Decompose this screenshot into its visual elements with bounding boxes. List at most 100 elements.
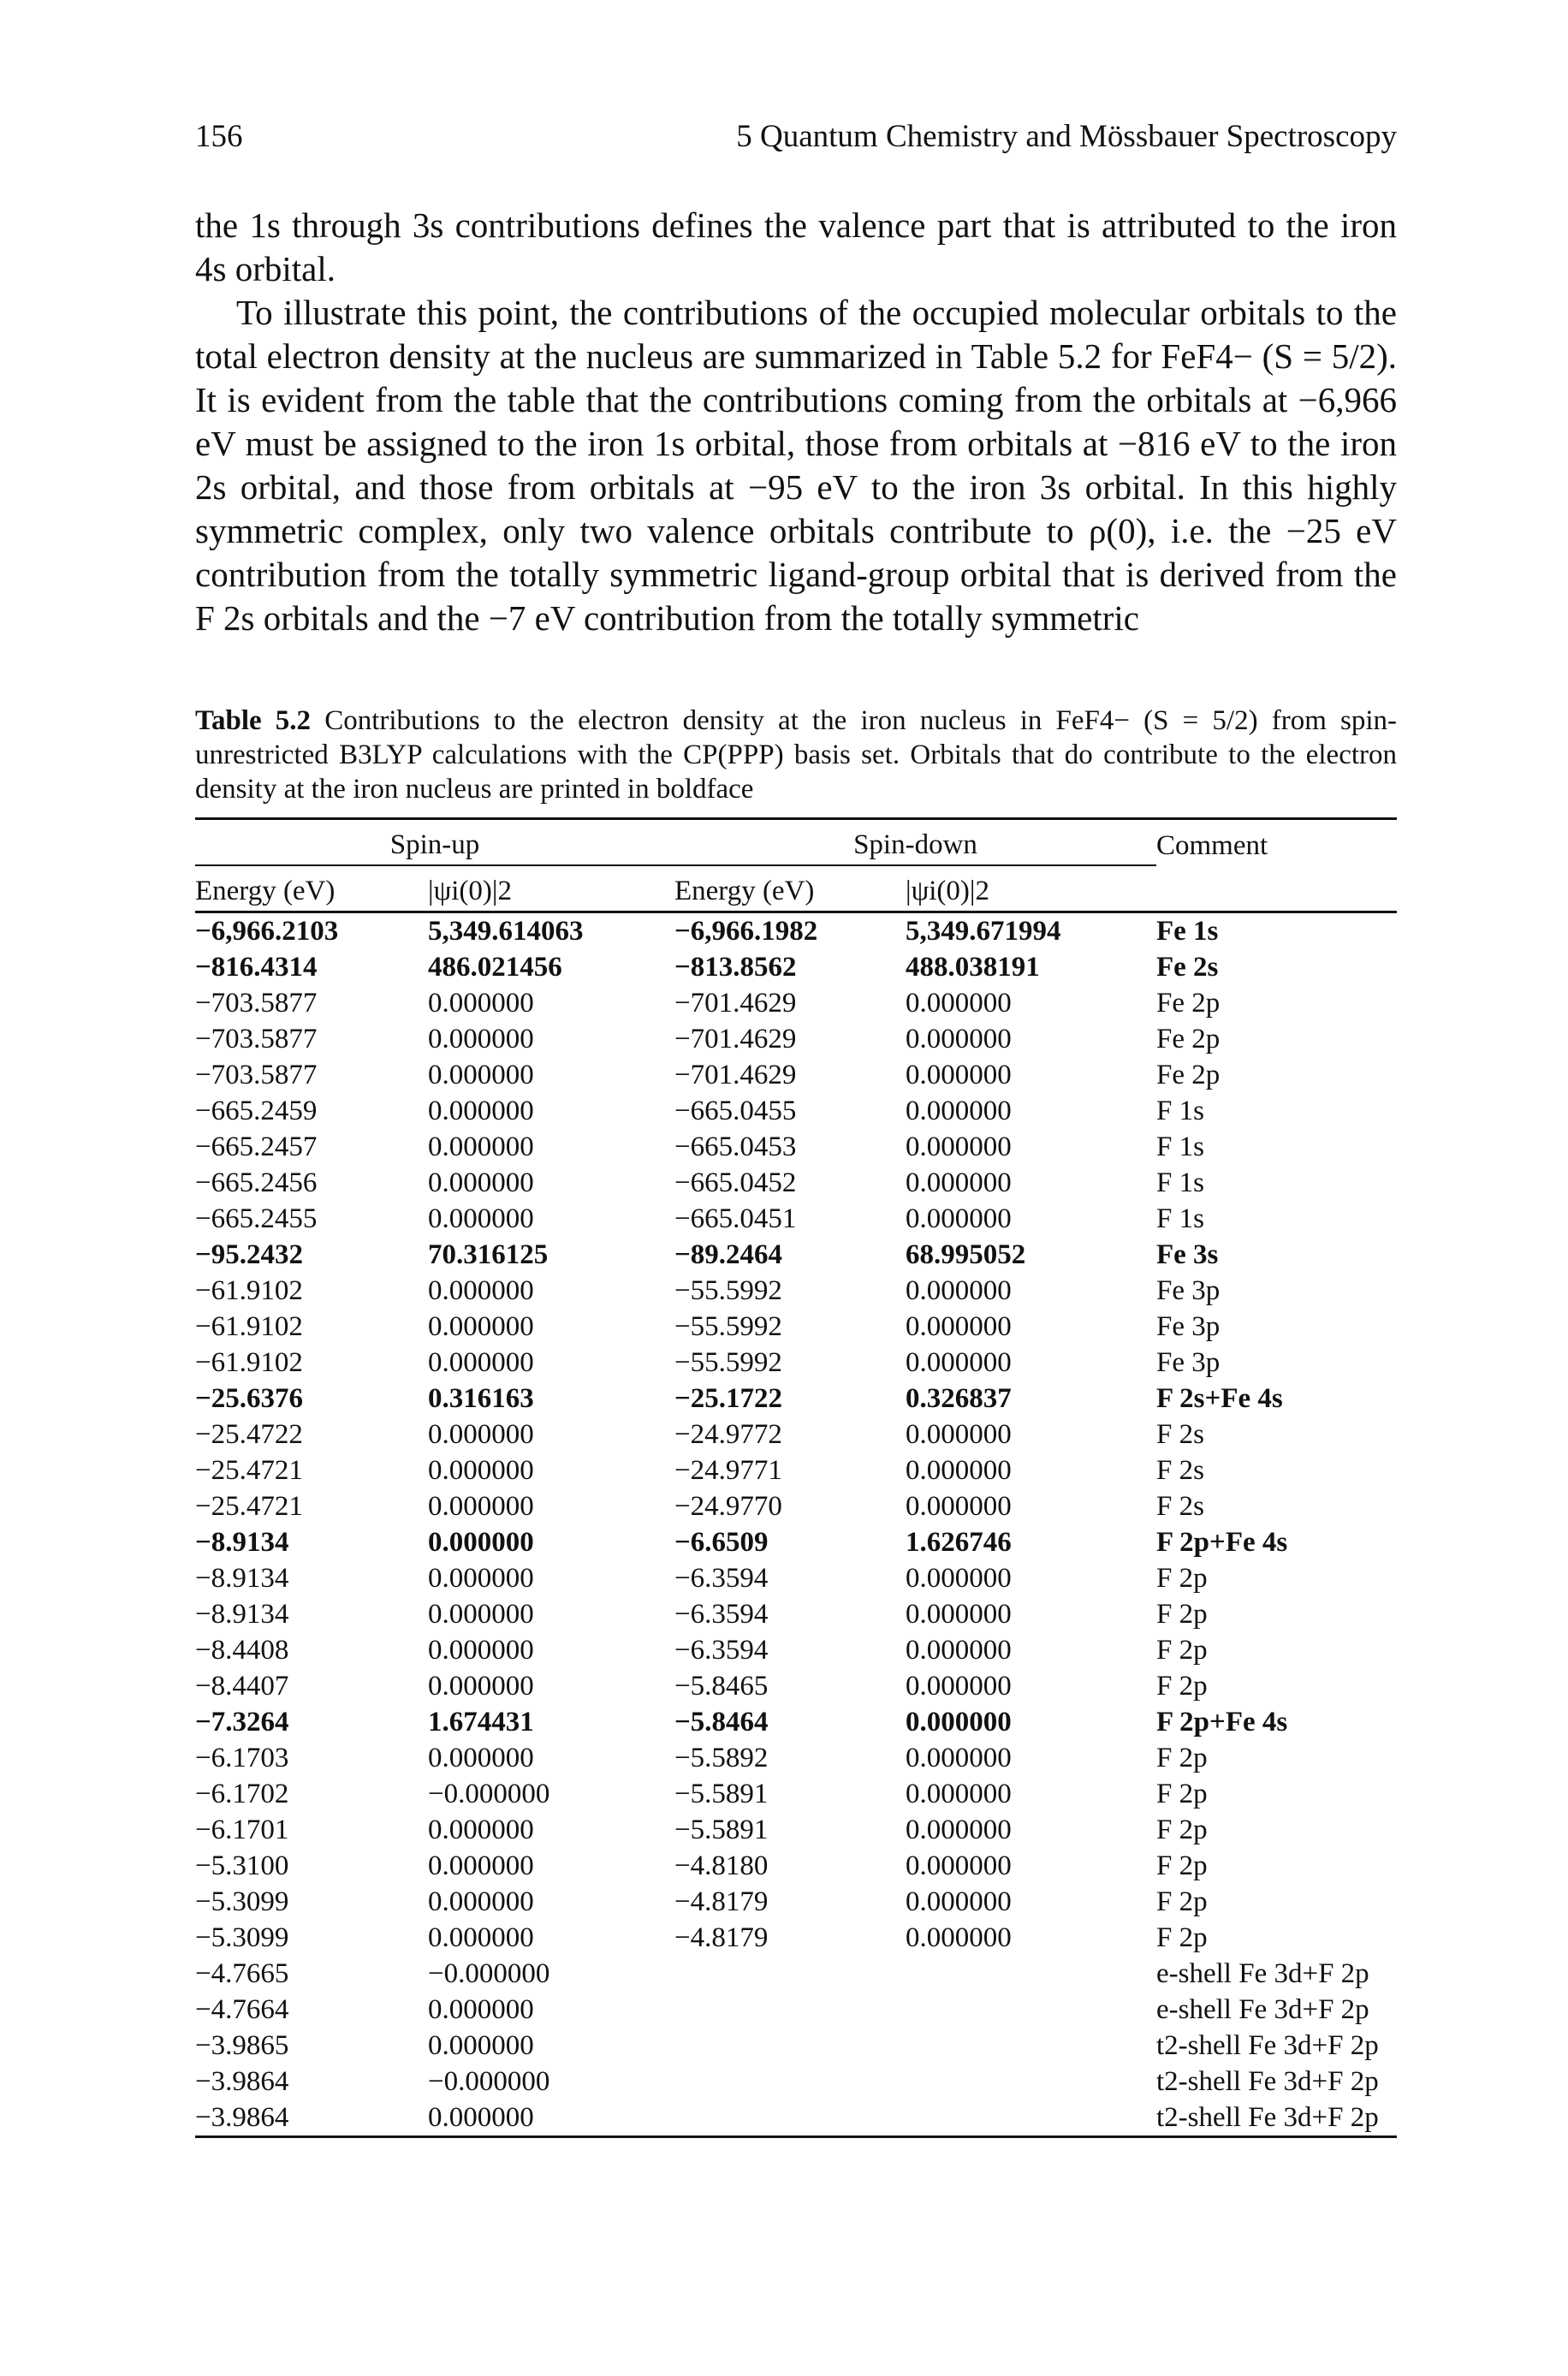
comment-cell: Fe 2p [1156,1024,1221,1054]
energy-down-cell: −665.0451 [674,1203,797,1234]
psi-down-cell: 0.000000 [906,988,1012,1019]
energy-up-cell: −665.2457 [195,1132,318,1162]
comment-cell: t2-shell Fe 3d+F 2p [1156,2030,1379,2061]
psi-up-cell: 1.674431 [428,1707,534,1737]
energy-down-cell: −6,966.1982 [674,916,818,947]
psi-down-cell: 0.000000 [906,1850,1012,1881]
comment-cell: F 2s [1156,1455,1204,1486]
energy-up-cell: −5.3099 [195,1922,289,1953]
energy-down-cell: −4.8179 [674,1886,769,1917]
comment-cell: F 1s [1156,1203,1204,1234]
comment-cell: Fe 2p [1156,1060,1221,1090]
comment-cell: t2-shell Fe 3d+F 2p [1156,2066,1379,2097]
body-text: the 1s through 3s contributions defines … [195,204,1397,640]
psi-down-cell [906,1956,1156,1992]
comment-cell: F 2p [1156,1563,1208,1594]
table-caption: Table 5.2 Contributions to the electron … [195,704,1397,806]
energy-down-cell: −5.5892 [674,1743,769,1773]
energy-up-cell: −8.9134 [195,1599,289,1630]
psi-down-cell: 1.626746 [906,1527,1012,1558]
psi-up-cell: 0.000000 [428,1599,534,1630]
psi-down-cell: 0.000000 [906,1599,1012,1630]
psi-up-cell: 0.000000 [428,988,534,1019]
psi-down-cell: 68.995052 [906,1239,1026,1270]
energy-up-cell: −6.1701 [195,1815,289,1845]
comment-cell: Fe 3p [1156,1347,1221,1378]
energy-down-cell: −24.9771 [674,1455,782,1486]
comment-cell: F 2p [1156,1743,1208,1773]
energy-down-cell: −25.1722 [674,1383,783,1414]
comment-cell: e-shell Fe 3d+F 2p [1156,1994,1369,2025]
energy-down-cell: −5.5891 [674,1815,769,1845]
psi-up-cell: 0.000000 [428,2030,534,2061]
sub-header-energy-up: Energy (eV) [195,876,336,906]
energy-up-cell: −665.2455 [195,1203,318,1234]
psi-up-cell: 486.021456 [428,952,562,983]
psi-down-cell: 0.000000 [906,1060,1012,1090]
energy-down-cell: −6.3594 [674,1563,769,1594]
energy-down-cell: −24.9770 [674,1491,782,1522]
psi-down-cell: 0.000000 [906,1024,1012,1054]
comment-cell: F 1s [1156,1096,1204,1126]
comment-cell: F 2p [1156,1671,1208,1702]
energy-down-cell: −89.2464 [674,1239,783,1270]
energy-down-cell [674,2100,906,2137]
psi-up-cell: −0.000000 [428,1958,550,1989]
energy-up-cell: −8.4408 [195,1635,289,1666]
energy-up-cell: −6.1702 [195,1779,289,1809]
energy-up-cell: −25.6376 [195,1383,304,1414]
psi-up-cell: 0.000000 [428,1096,534,1126]
psi-down-cell: 0.000000 [906,1132,1012,1162]
psi-up-cell: 0.000000 [428,1132,534,1162]
energy-down-cell [674,2064,906,2100]
energy-up-cell: −25.4721 [195,1491,303,1522]
comment-cell: F 2s [1156,1491,1204,1522]
psi-up-cell: −0.000000 [428,1779,550,1809]
energy-down-cell: −4.8179 [674,1922,769,1953]
psi-down-cell: 0.000000 [906,1563,1012,1594]
comment-cell: Fe 2p [1156,988,1221,1019]
psi-down-cell: 0.000000 [906,1491,1012,1522]
psi-up-cell: 0.000000 [428,1455,534,1486]
psi-down-cell: 0.000000 [906,1203,1012,1234]
psi-up-cell: 0.000000 [428,1419,534,1450]
sub-header-psi-up: |ψi(0)|2 [428,876,513,906]
psi-up-cell: 0.000000 [428,1275,534,1306]
energy-down-cell: −701.4629 [674,988,797,1019]
psi-down-cell: 0.000000 [906,1455,1012,1486]
psi-up-cell: 0.000000 [428,1635,534,1666]
page-number: 156 [195,119,243,154]
paragraph-2: To illustrate this point, the contributi… [195,293,1397,638]
comment-cell: F 2p [1156,1635,1208,1666]
psi-up-cell: −0.000000 [428,2066,550,2097]
psi-up-cell: 0.000000 [428,1024,534,1054]
comment-cell: F 2p [1156,1599,1208,1630]
energy-up-cell: −816.4314 [195,952,318,983]
psi-down-cell: 0.000000 [906,1743,1012,1773]
comment-cell: F 2p+Fe 4s [1156,1527,1288,1558]
comment-cell: Fe 1s [1156,916,1219,947]
energy-up-cell: −703.5877 [195,1060,318,1090]
psi-up-cell: 0.000000 [428,1563,534,1594]
group-header-comment: Comment [1156,830,1268,861]
energy-up-cell: −61.9102 [195,1275,303,1306]
energy-up-cell: −25.4722 [195,1419,303,1450]
energy-down-cell [674,1956,906,1992]
psi-down-cell [906,2028,1156,2064]
psi-up-cell: 5,349.614063 [428,916,584,947]
energy-up-cell: −8.9134 [195,1527,289,1558]
